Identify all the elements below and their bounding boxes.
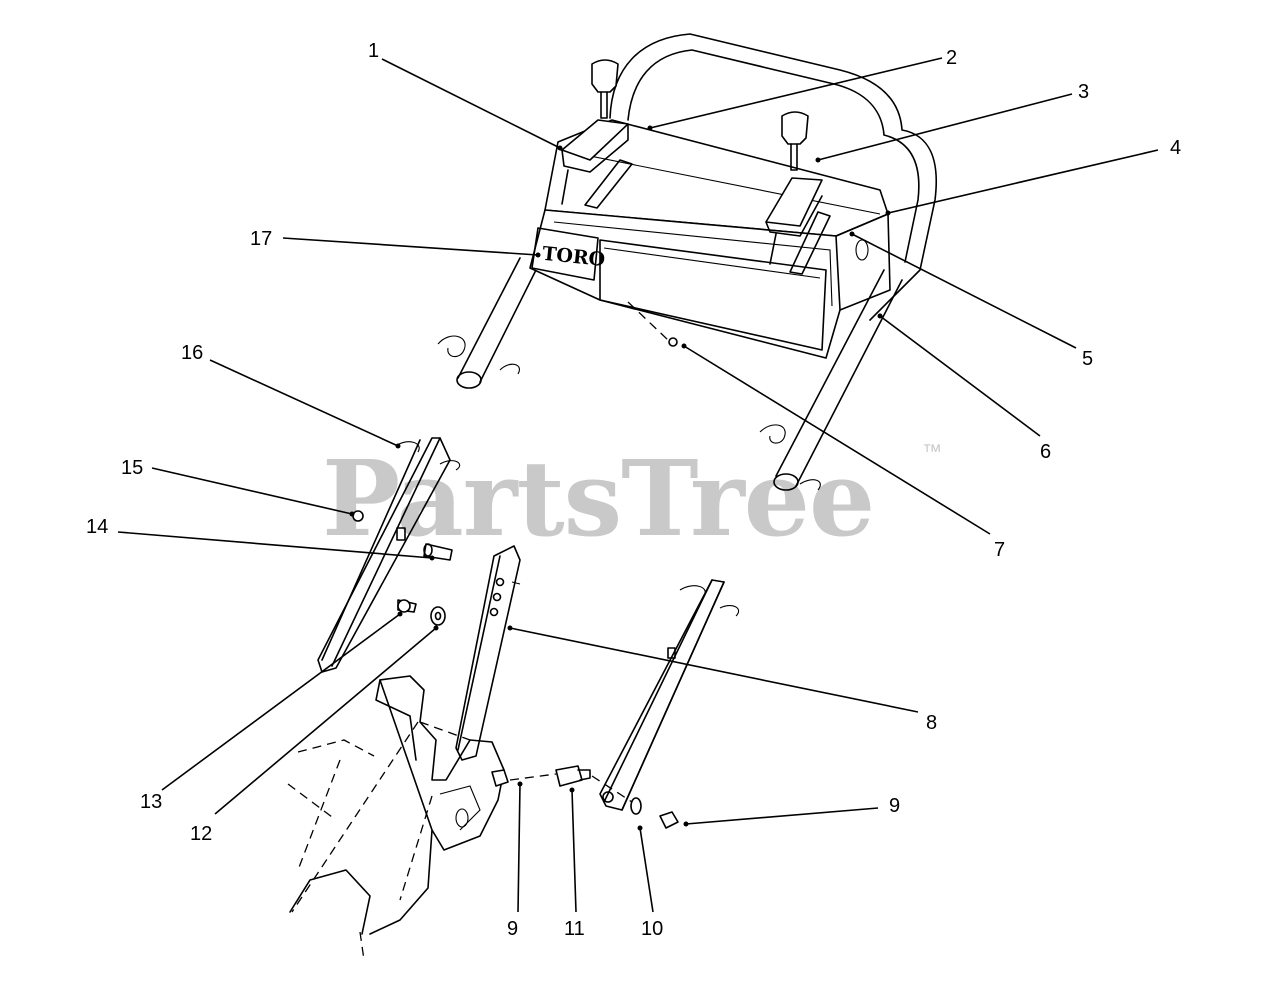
callout-4: 4 — [1170, 137, 1181, 159]
lower-handle-left — [317, 437, 461, 673]
callout-10: 10 — [641, 918, 663, 940]
callout-5: 5 — [1082, 348, 1093, 370]
callout-14: 14 — [86, 516, 108, 538]
callout-3: 3 — [1078, 81, 1089, 103]
mower-deck-section — [287, 675, 505, 961]
fasteners — [352, 510, 679, 829]
callout-9-left: 9 — [507, 918, 518, 940]
callout-13: 13 — [140, 791, 162, 813]
callout-11: 11 — [564, 918, 585, 940]
callout-1: 1 — [368, 40, 379, 62]
watermark-text: PartsTree — [322, 437, 874, 560]
callout-8: 8 — [926, 712, 937, 734]
height-bracket — [455, 545, 521, 761]
control-lever-left — [561, 59, 629, 205]
callout-12: 12 — [190, 823, 212, 845]
leader-lines — [117, 57, 1159, 913]
callout-6: 6 — [1040, 441, 1051, 463]
watermark-trademark: ™ — [922, 441, 942, 463]
upper-handle-assembly — [437, 33, 937, 491]
callout-9-right: 9 — [889, 795, 900, 817]
leader-dots — [349, 125, 891, 831]
callout-16: 16 — [181, 342, 203, 364]
control-lever-right — [765, 111, 823, 265]
callout-17: 17 — [250, 228, 272, 250]
lower-handle-right — [599, 579, 740, 811]
callout-7: 7 — [994, 539, 1005, 561]
callout-labels: 1 2 3 4 5 6 7 8 9 9 10 11 12 13 14 15 16… — [86, 40, 1181, 940]
callout-15: 15 — [121, 457, 143, 479]
callout-2: 2 — [946, 47, 957, 69]
